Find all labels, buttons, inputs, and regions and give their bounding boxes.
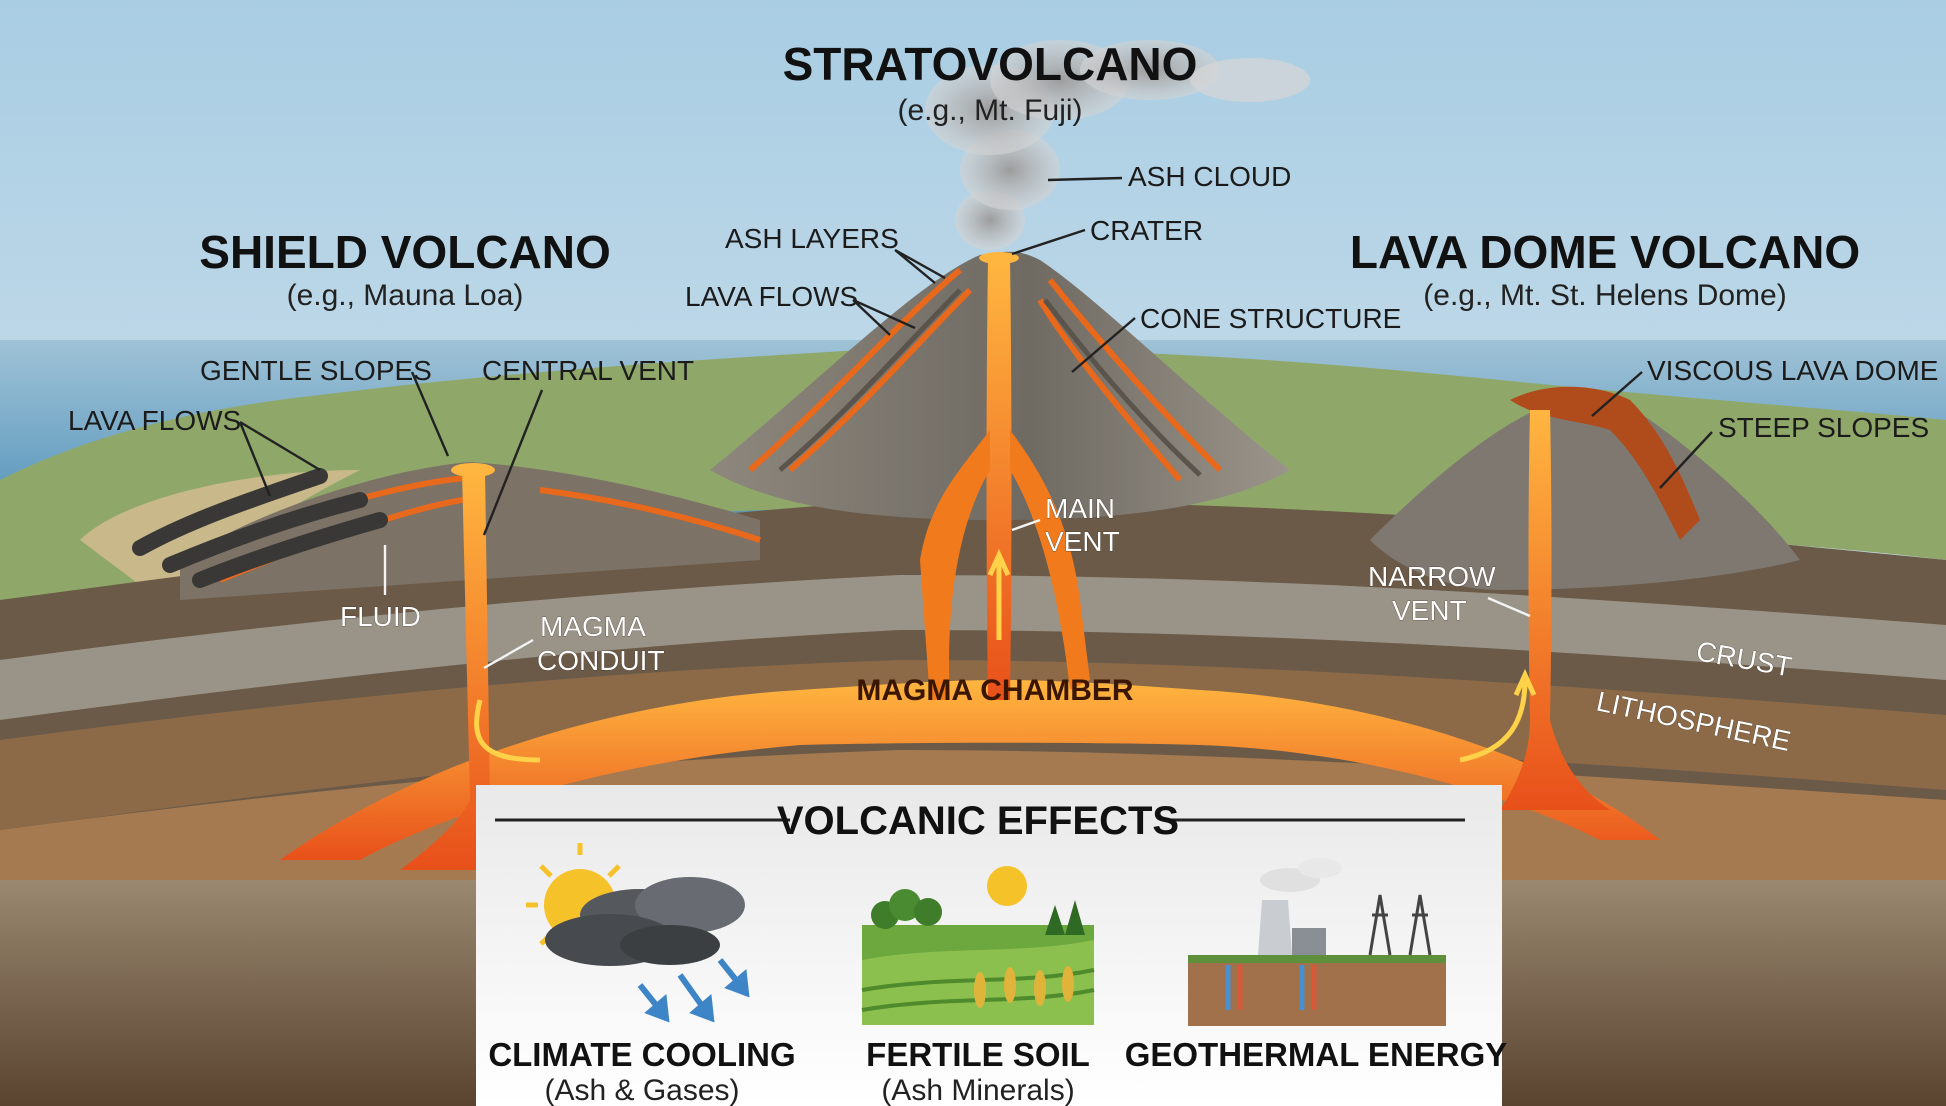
central-vent-label: CENTRAL VENT	[482, 355, 694, 386]
narrow-vent-arrow	[1459, 668, 1537, 763]
narrow-vent-leader	[1487, 596, 1531, 618]
narrow-vent-label-line1: NARROW	[1368, 561, 1496, 592]
ash-cloud-leader	[1047, 176, 1123, 182]
steep-slopes-label: STEEP SLOPES	[1718, 412, 1929, 443]
magma-conduit-label-line2: CONDUIT	[537, 645, 665, 676]
magma-chamber-label: MAGMA CHAMBER	[856, 674, 1134, 707]
shield-lava-flows	[132, 468, 388, 588]
strato-side-vents	[920, 430, 1090, 700]
geothermal-energy-label: GEOTHERMAL ENERGY	[1125, 1036, 1508, 1073]
central-vent-leader	[482, 389, 544, 536]
gentle-slopes-label: GENTLE SLOPES	[200, 355, 432, 386]
cone-structure-leader	[1071, 317, 1136, 373]
power-plant-icon	[1188, 858, 1446, 1026]
fertile-soil-sub: (Ash Minerals)	[881, 1074, 1074, 1106]
main-vent-leader	[1011, 518, 1041, 532]
magma-chamber	[280, 680, 1660, 860]
main-vent-label-line1: MAIN	[1045, 493, 1115, 524]
ash-cloud-label: ASH CLOUD	[1128, 161, 1291, 192]
climate-cooling-label: CLIMATE COOLING	[488, 1036, 795, 1073]
lava-dome-title: LAVA DOME VOLCANO	[1350, 226, 1860, 278]
viscous-lava-dome	[1510, 386, 1700, 540]
magma-conduit-label-line1: MAGMA	[540, 611, 646, 642]
stratovolcano-title: STRATOVOLCANO	[783, 38, 1198, 90]
viscous-lava-dome-leader	[1591, 371, 1643, 417]
strato-lava-flows-label: LAVA FLOWS	[685, 281, 858, 312]
shield-lava-flows-label: LAVA FLOWS	[68, 405, 241, 436]
crater-label: CRATER	[1090, 215, 1203, 246]
cloud-sun-icon	[526, 843, 750, 1023]
strato-ash-layers	[778, 288, 1202, 477]
lava-dome-body	[1370, 398, 1800, 590]
main-vent-arrow	[987, 548, 1011, 640]
steep-slopes-leader	[1659, 431, 1713, 489]
ash-layers-label: ASH LAYERS	[725, 223, 899, 254]
effects-title: VOLCANIC EFFECTS	[777, 799, 1179, 843]
strato-lava-layers	[748, 267, 1223, 482]
lava-dome-example: (e.g., Mt. St. Helens Dome)	[1423, 279, 1786, 312]
climate-cooling-sub: (Ash & Gases)	[544, 1074, 739, 1106]
stratovolcano-example: (e.g., Mt. Fuji)	[897, 94, 1082, 127]
crater-leader	[1011, 228, 1086, 256]
ash-cloud	[925, 40, 1310, 250]
shield-conduit	[400, 470, 560, 870]
beach	[80, 470, 360, 600]
shield-magma-arrow	[474, 699, 541, 763]
shield-volcano-title: SHIELD VOLCANO	[199, 226, 610, 278]
magma-conduit-leader	[483, 638, 534, 670]
fertile-soil-label: FERTILE SOIL	[866, 1036, 1090, 1073]
shield-lava-flows-leader	[238, 420, 321, 497]
shield-vent	[451, 463, 495, 477]
shield-volcano-example: (e.g., Mauna Loa)	[287, 279, 524, 312]
viscous-lava-dome-label: VISCOUS LAVA DOME	[1647, 355, 1938, 386]
ash-layers-leader	[894, 248, 946, 284]
main-vent-label-line2: VENT	[1045, 526, 1120, 557]
crater	[979, 252, 1019, 264]
gentle-slopes-leader	[410, 371, 450, 457]
fluid-label: FLUID	[340, 601, 421, 632]
cone-structure-label: CONE STRUCTURE	[1140, 303, 1401, 334]
strato-lava-flows-leader	[852, 298, 916, 336]
narrow-vent-label-line2: VENT	[1392, 595, 1467, 626]
farm-field-icon	[861, 866, 1095, 1025]
strato-main-conduit	[986, 258, 1012, 700]
